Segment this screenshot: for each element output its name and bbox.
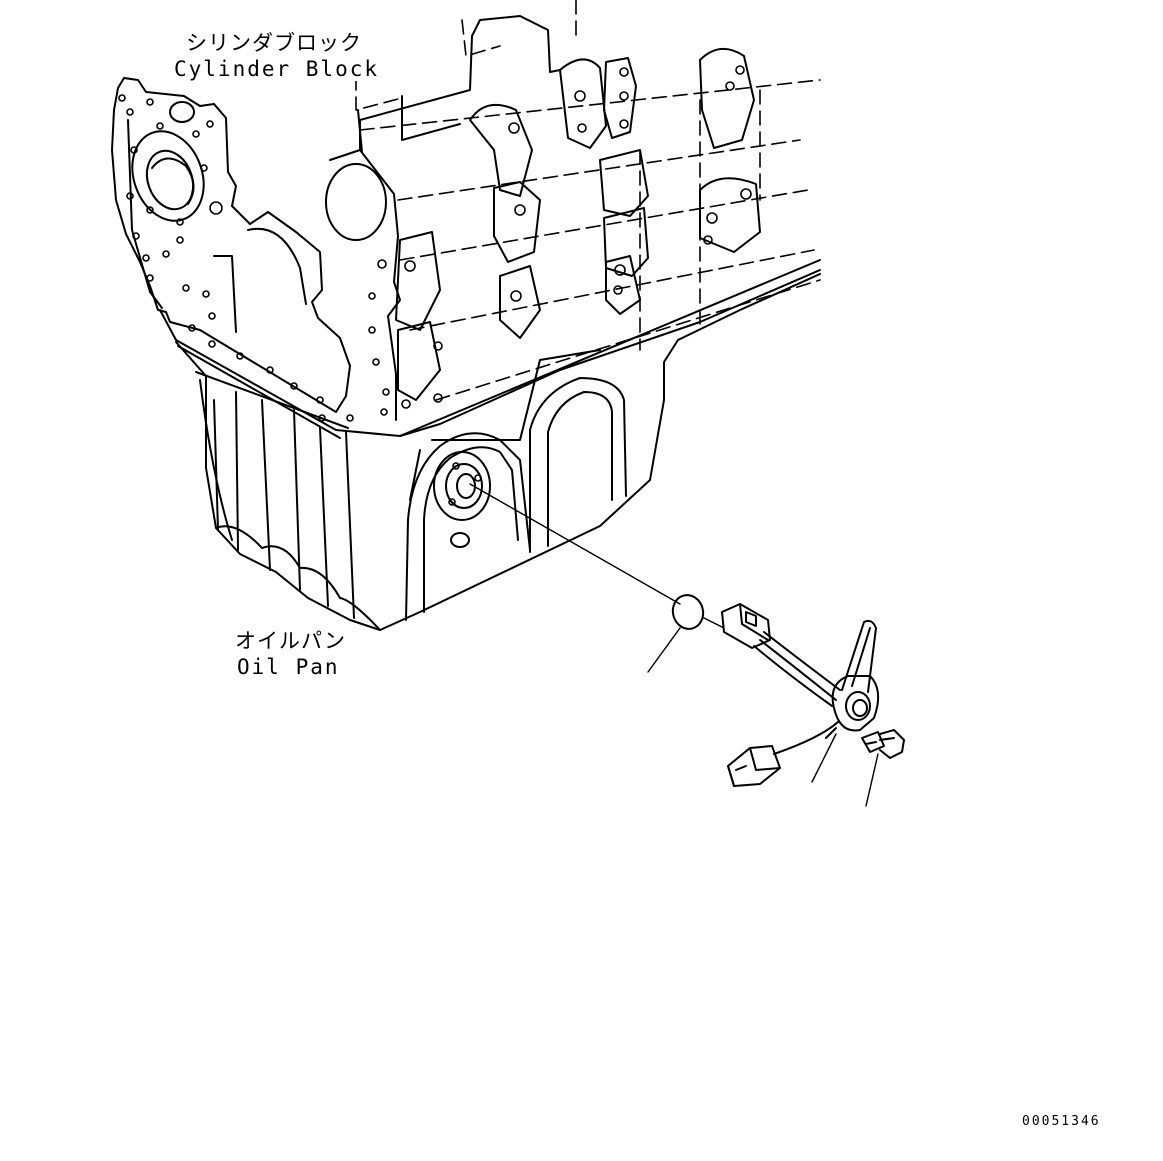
bolt <box>861 729 905 759</box>
boss-holes <box>368 65 752 416</box>
oil-pan <box>175 273 821 631</box>
oil-pan-label-en: Oil Pan <box>237 655 340 679</box>
oil-pan-label-jp: オイルパン <box>235 629 347 653</box>
cylinder-block-label-en: Cylinder Block <box>174 57 380 81</box>
float-arm <box>841 619 877 693</box>
oil-level-sensor <box>469 483 905 807</box>
plate-bolt-holes <box>118 94 223 320</box>
cylinder-block-label-jp: シリンダブロック <box>186 31 362 55</box>
block-bosses <box>395 48 761 401</box>
gasket <box>671 594 705 630</box>
cylinder-block <box>111 0 821 439</box>
drawing-number: 00051346 <box>1022 1114 1101 1129</box>
sensor-flange <box>831 675 880 732</box>
